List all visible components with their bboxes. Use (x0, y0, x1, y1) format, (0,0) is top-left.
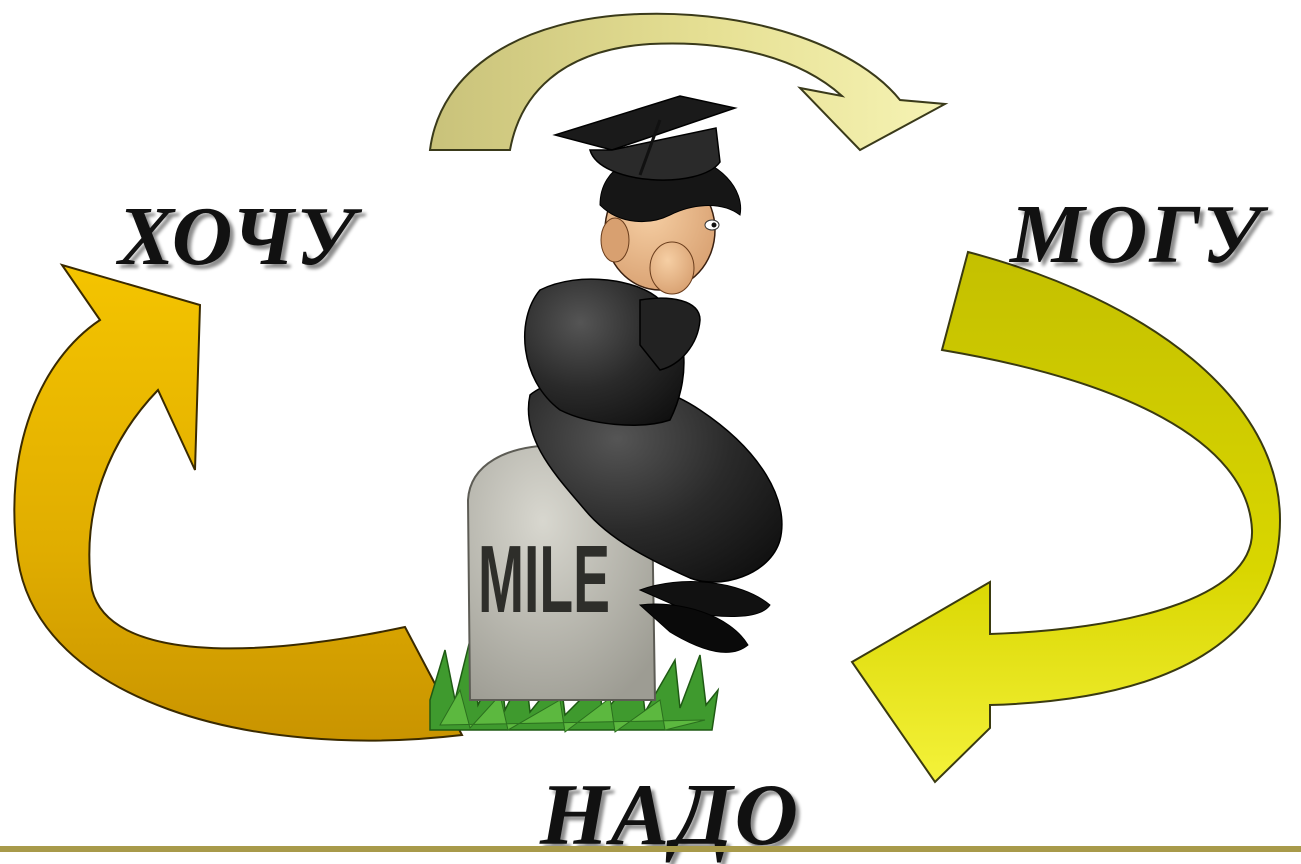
milestone-text: MILE (478, 526, 610, 633)
arrow-left (13, 263, 464, 742)
footer-divider (0, 846, 1301, 852)
label-must: НАДО (540, 767, 801, 864)
graduate-figure (524, 95, 783, 653)
label-can: МОГУ (1010, 188, 1263, 281)
arrow-top (428, 12, 949, 152)
arrow-right (850, 250, 1282, 784)
label-want: ХОЧУ (118, 190, 357, 283)
